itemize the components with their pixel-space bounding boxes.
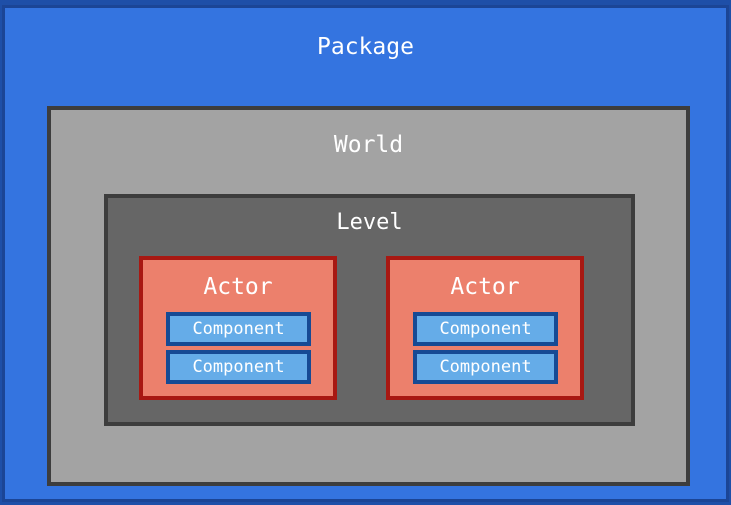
component-box: Component [166,350,311,384]
package-box: Package World Level Actor Component Comp… [2,5,729,502]
component-box: Component [166,312,311,346]
level-label: Level [336,210,403,235]
component-label: Component [439,319,532,339]
actor-box: Actor Component Component [386,256,584,400]
package-label: Package [317,34,414,60]
actor-label: Actor [203,274,273,300]
level-box: Level Actor Component Component Actor Co… [104,194,635,426]
actor-label: Actor [450,274,520,300]
component-label: Component [192,357,285,377]
component-box: Component [413,350,558,384]
actor-box: Actor Component Component [139,256,337,400]
component-label: Component [192,319,285,339]
component-box: Component [413,312,558,346]
world-box: World Level Actor Component Component Ac… [47,106,690,486]
component-label: Component [439,357,532,377]
world-label: World [333,132,404,158]
